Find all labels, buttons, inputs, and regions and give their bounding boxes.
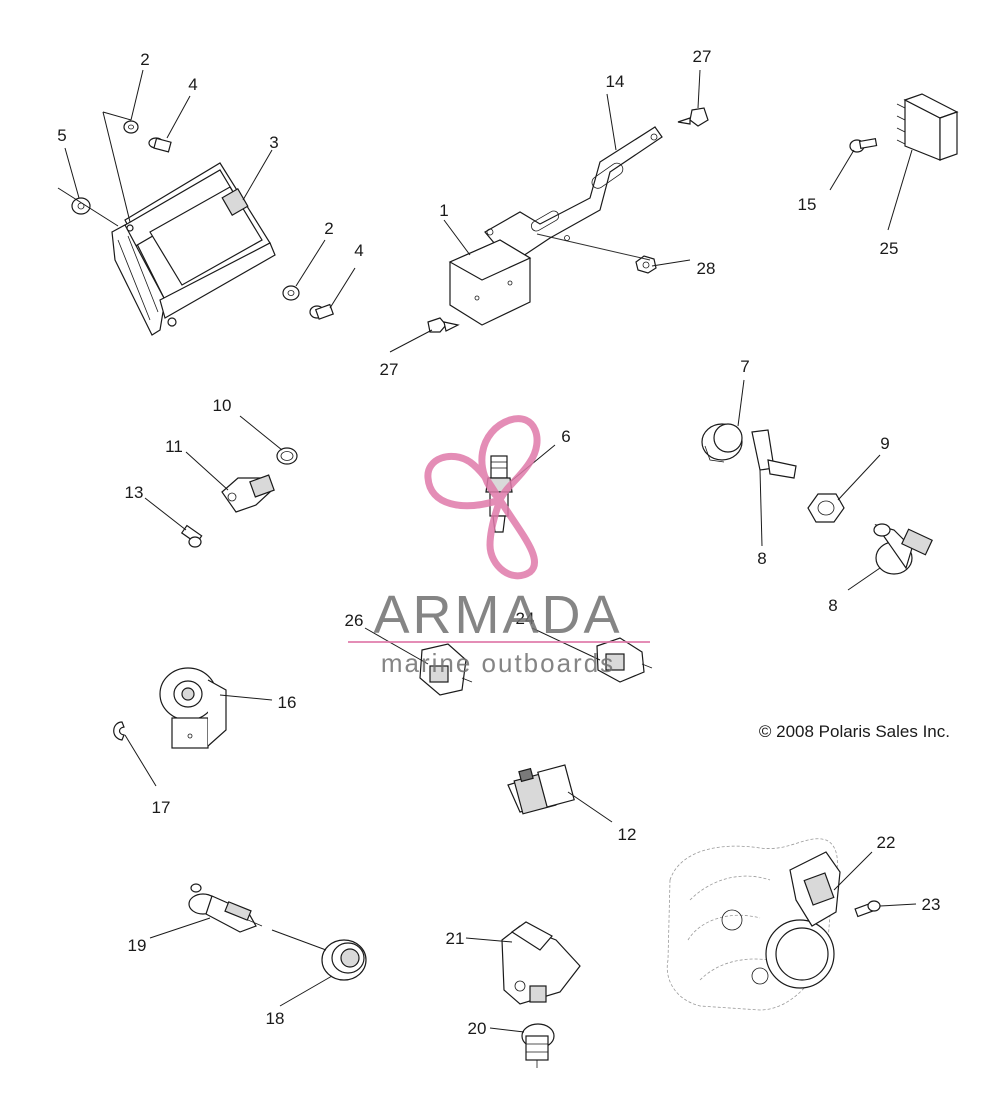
callout-21: 21: [446, 929, 465, 948]
callout-27-lower: 27: [380, 360, 399, 379]
copyright-notice: © 2008 Polaris Sales Inc.: [759, 722, 950, 741]
callout-12: 12: [618, 825, 637, 844]
callout-3: 3: [269, 133, 278, 152]
callout-17: 17: [152, 798, 171, 817]
nut-9: [807, 493, 845, 523]
watermark-propeller-icon: [424, 415, 541, 580]
callout-4-top: 4: [188, 75, 197, 94]
callout-27-top: 27: [693, 47, 712, 66]
callout-23: 23: [922, 895, 941, 914]
callout-2-right: 2: [324, 219, 333, 238]
plug-20: [521, 1023, 555, 1068]
callout-11: 11: [165, 437, 183, 456]
mounting-bracket: [484, 126, 663, 259]
module-1: [448, 239, 532, 326]
screw-23: [854, 900, 881, 918]
grommet-18: [321, 939, 367, 981]
callout-16: 16: [278, 693, 297, 712]
callout-20: 20: [468, 1019, 487, 1038]
callout-7: 7: [740, 357, 749, 376]
callout-10: 10: [213, 396, 232, 415]
callout-4-right: 4: [354, 241, 363, 260]
callout-26: 26: [345, 611, 364, 630]
o-ring-10: [276, 447, 298, 465]
sensor-19: [188, 883, 263, 933]
callout-25: 25: [880, 239, 899, 258]
callout-18: 18: [266, 1009, 285, 1028]
watermark-title: ARMADA: [373, 585, 622, 645]
callout-labels: 1 2 2 3 4 4 5 6 7 8 8 9 10 11 12 13 14 1…: [57, 47, 940, 1038]
clip-8-top: [751, 429, 797, 479]
screw-27-lower: [427, 317, 460, 333]
clip-17: [113, 721, 125, 741]
watermark-subtitle: marine outboards: [381, 648, 615, 678]
temp-sensor-12: [507, 764, 575, 815]
washer-2-right: [282, 285, 300, 301]
washer-5: [71, 197, 91, 215]
callout-2-top: 2: [140, 50, 149, 69]
callout-19: 19: [128, 936, 147, 955]
relay-25: [896, 93, 959, 161]
callout-8-lower: 8: [828, 596, 837, 615]
callout-24: 24: [516, 609, 535, 628]
switch-24: [596, 637, 653, 683]
callout-9: 9: [880, 434, 889, 453]
washer-2-top: [123, 120, 139, 134]
map-sensor-21: [501, 921, 581, 1005]
watermark: ARMADA marine outboards: [348, 415, 650, 678]
callout-6: 6: [561, 427, 570, 446]
callout-8-top: 8: [757, 549, 766, 568]
leader-lines: [57, 69, 917, 1033]
callout-13: 13: [125, 483, 144, 502]
sensor-11: [221, 474, 275, 513]
callout-1: 1: [439, 201, 448, 220]
screw-27-upper: [677, 107, 709, 127]
callout-15: 15: [798, 195, 817, 214]
switch-26: [419, 643, 473, 696]
callout-14: 14: [606, 72, 625, 91]
callout-5: 5: [57, 126, 66, 145]
knock-sensor-16: [159, 667, 227, 749]
callout-28: 28: [697, 259, 716, 278]
bolt-13: [180, 524, 203, 548]
sensor-8-lower: [873, 523, 933, 575]
callout-22: 22: [877, 833, 896, 852]
ecu-module: [111, 162, 276, 336]
screw-15: [849, 137, 878, 153]
bolt-4-top: [148, 137, 172, 153]
throttle-body-assembly: [666, 838, 841, 1011]
cap-7: [701, 423, 743, 463]
bolt-4-right: [309, 303, 334, 320]
nut-28: [635, 255, 657, 274]
